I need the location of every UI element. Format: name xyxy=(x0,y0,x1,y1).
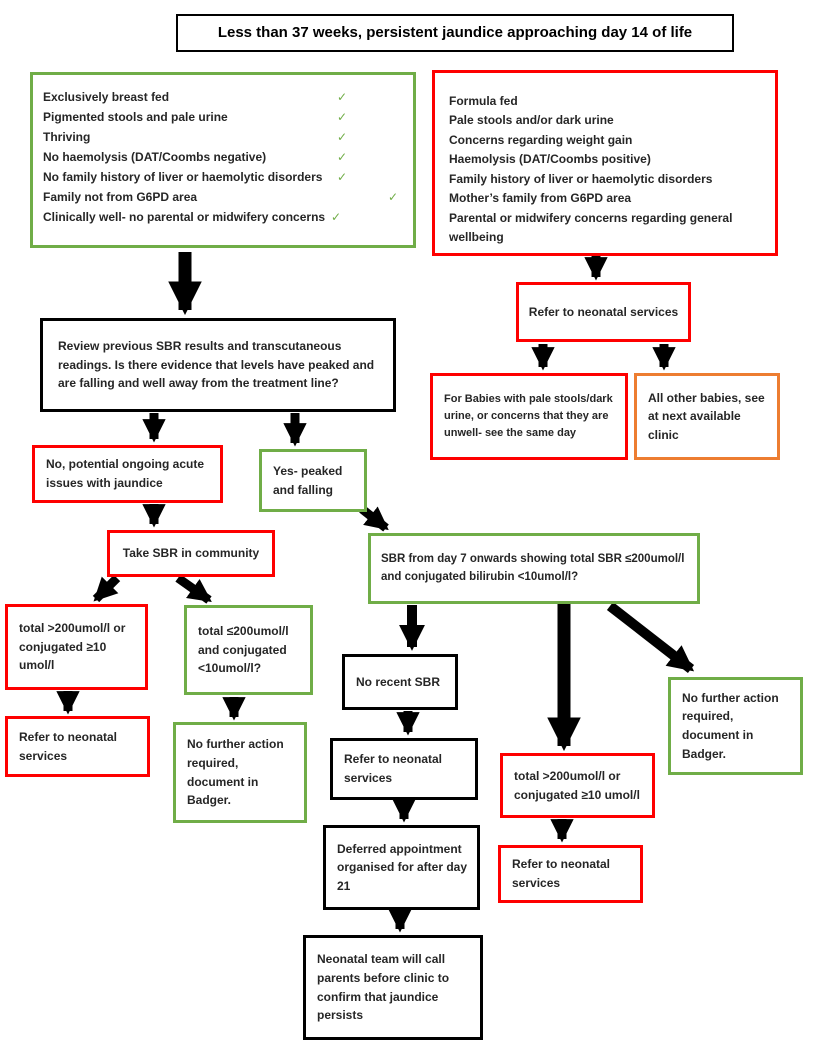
node-text: Neonatal team will call parents before c… xyxy=(317,952,450,1023)
sbr-day7-question-node: SBR from day 7 onwards showing total SBR… xyxy=(368,533,700,604)
check-icon: ✓ xyxy=(388,190,399,204)
check-icon: ✓ xyxy=(337,130,348,144)
wellbeing-criteria-box: Exclusively breast fed ✓ Pigmented stool… xyxy=(30,72,416,248)
node-text: Refer to neonatal services xyxy=(19,729,118,763)
refer-neonatal-mid-node: Refer to neonatal services xyxy=(330,738,478,800)
total-high-left-node: total >200umol/l or conjugated ≥10 umol/… xyxy=(5,604,148,690)
check-icon: ✓ xyxy=(337,170,348,184)
yes-peaked-node: Yes- peaked and falling xyxy=(259,449,367,512)
node-text: Deferred appointment organised for after… xyxy=(337,841,468,893)
node-text: total ≤200umol/l and conjugated <10umol/… xyxy=(198,624,289,676)
criteria-label: Thriving xyxy=(43,130,91,144)
arrow-take-sbr-to-high xyxy=(92,574,121,603)
page-title: Less than 37 weeks, persistent jaundice … xyxy=(176,14,734,52)
criteria-label: Formula fed xyxy=(449,94,518,108)
arrow-sbr-day7-to-no-action-right xyxy=(606,602,695,673)
check-icon: ✓ xyxy=(337,150,348,164)
node-text: Review previous SBR results and transcut… xyxy=(58,339,375,391)
arrow-take-sbr-to-low xyxy=(175,574,212,604)
refer-neonatal-left-node: Refer to neonatal services xyxy=(5,716,150,777)
check-icon: ✓ xyxy=(337,90,348,104)
node-text: Take SBR in community xyxy=(122,546,260,561)
refer-neonatal-top-node: Refer to neonatal services xyxy=(516,282,691,342)
criteria-row: Family not from G6PD area ✓ xyxy=(43,188,405,208)
criteria-label: Pale stools and/or dark urine xyxy=(449,113,614,128)
criteria-row: No family history of liver or haemolytic… xyxy=(43,168,405,188)
criteria-label: Concerns regarding weight gain xyxy=(449,132,633,147)
total-high-right-node: total >200umol/l or conjugated ≥10 umol/… xyxy=(500,753,655,818)
node-text: No recent SBR xyxy=(356,674,441,689)
criteria-row: Thriving ✓ xyxy=(43,128,405,148)
node-text: No, potential ongoing acute issues with … xyxy=(46,457,204,490)
neonatal-team-call-node: Neonatal team will call parents before c… xyxy=(303,935,483,1040)
arrow-yes-to-sbr-day7 xyxy=(359,505,389,532)
all-other-babies-node: All other babies, see at next available … xyxy=(634,373,780,460)
criteria-label: Haemolysis (DAT/Coombs positive) xyxy=(449,152,651,167)
risk-criteria-box: Formula fed Pale stools and/or dark urin… xyxy=(432,70,778,256)
criteria-label: No family history of liver or haemolytic… xyxy=(43,170,323,184)
criteria-label: Family history of liver or haemolytic di… xyxy=(449,171,713,186)
check-icon: ✓ xyxy=(331,210,342,224)
check-icon: ✓ xyxy=(337,110,348,124)
criteria-row: Pigmented stools and pale urine ✓ xyxy=(43,108,405,128)
no-ongoing-issues-node: No, potential ongoing acute issues with … xyxy=(32,445,223,503)
deferred-appointment-node: Deferred appointment organised for after… xyxy=(323,825,480,910)
criteria-label: Exclusively breast fed xyxy=(43,90,170,104)
node-text: All other babies, see at next available … xyxy=(648,390,765,442)
criteria-row: Clinically well- no parental or midwifer… xyxy=(43,208,405,228)
no-recent-sbr-node: No recent SBR xyxy=(342,654,458,710)
node-text: For Babies with pale stools/dark urine, … xyxy=(444,392,613,440)
total-low-left-node: total ≤200umol/l and conjugated <10umol/… xyxy=(184,605,313,695)
criteria-label: No haemolysis (DAT/Coombs negative) xyxy=(43,150,267,164)
no-action-left-node: No further action required, document in … xyxy=(173,722,307,823)
node-text: total >200umol/l or conjugated ≥10 umol/… xyxy=(514,768,640,802)
page-title-text: Less than 37 weeks, persistent jaundice … xyxy=(217,24,693,42)
criteria-label: Clinically well- no parental or midwifer… xyxy=(43,210,326,224)
node-text: Refer to neonatal services xyxy=(528,304,679,319)
node-text: total >200umol/l or conjugated ≥10 umol/… xyxy=(19,621,126,673)
take-sbr-community-node: Take SBR in community xyxy=(107,530,275,577)
criteria-label: Family not from G6PD area xyxy=(43,190,198,204)
no-action-right-node: No further action required, document in … xyxy=(668,677,803,775)
node-text: No further action required, document in … xyxy=(187,737,284,808)
criteria-label: Mother’s family from G6PD area xyxy=(449,191,632,206)
refer-neonatal-right-node: Refer to neonatal services xyxy=(498,845,643,903)
node-text: Refer to neonatal services xyxy=(344,752,443,785)
criteria-row: No haemolysis (DAT/Coombs negative) ✓ xyxy=(43,148,405,168)
node-text: No further action required, document in … xyxy=(682,690,779,761)
node-text: Yes- peaked and falling xyxy=(273,463,343,497)
node-text: Refer to neonatal services xyxy=(512,857,611,890)
review-sbr-node: Review previous SBR results and transcut… xyxy=(40,318,396,412)
criteria-label: Pigmented stools and pale urine xyxy=(43,110,228,124)
criteria-row: Exclusively breast fed ✓ xyxy=(43,88,405,108)
node-text: SBR from day 7 onwards showing total SBR… xyxy=(381,552,685,583)
criteria-label: Parental or midwifery concerns regarding… xyxy=(449,210,733,245)
pale-stools-same-day-node: For Babies with pale stools/dark urine, … xyxy=(430,373,628,460)
